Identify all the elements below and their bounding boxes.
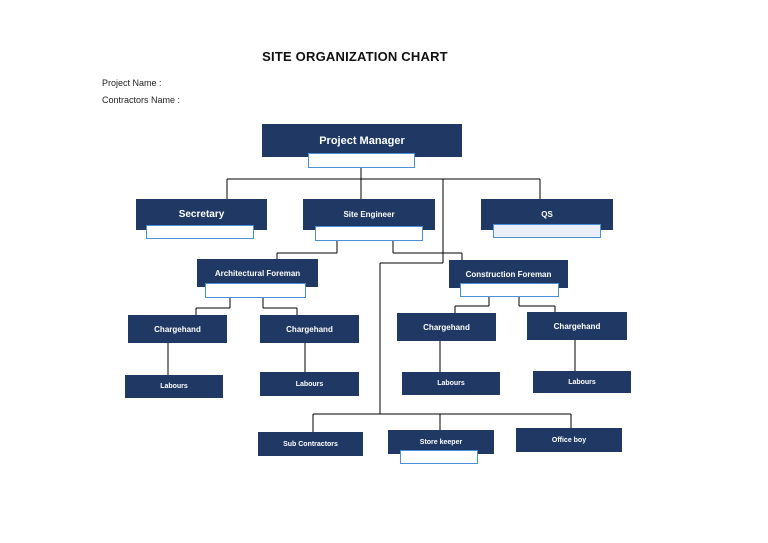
project-manager-name-slot[interactable] [308, 153, 415, 168]
chargehand-box-3: Chargehand [397, 313, 496, 341]
labours-box-2: Labours [260, 372, 359, 396]
labours-box-1: Labours [125, 375, 223, 398]
project-manager-box: Project Manager [262, 124, 462, 157]
office-boy-box: Office boy [516, 428, 622, 452]
qs-name-slot[interactable] [493, 224, 601, 238]
secretary-name-slot[interactable] [146, 225, 254, 239]
architectural-foreman-box: Architectural Foreman [197, 259, 318, 287]
construction-foreman-name-slot[interactable] [460, 283, 559, 297]
sub-contractors-box: Sub Contractors [258, 432, 363, 456]
chargehand-box-2: Chargehand [260, 315, 359, 343]
secretary-box: Secretary [136, 199, 267, 230]
chargehand-box-4: Chargehand [527, 312, 627, 340]
chargehand-box-1: Chargehand [128, 315, 227, 343]
labours-box-3: Labours [402, 372, 500, 395]
page-title: SITE ORGANIZATION CHART [262, 49, 448, 64]
site-engineer-box: Site Engineer [303, 199, 435, 230]
site-engineer-name-slot[interactable] [315, 226, 423, 241]
contractors-name-label: Contractors Name : [102, 95, 181, 105]
project-name-label: Project Name : [102, 78, 162, 88]
labours-box-4: Labours [533, 371, 631, 393]
store-keeper-name-slot[interactable] [400, 450, 478, 464]
architectural-foreman-name-slot[interactable] [205, 283, 306, 298]
